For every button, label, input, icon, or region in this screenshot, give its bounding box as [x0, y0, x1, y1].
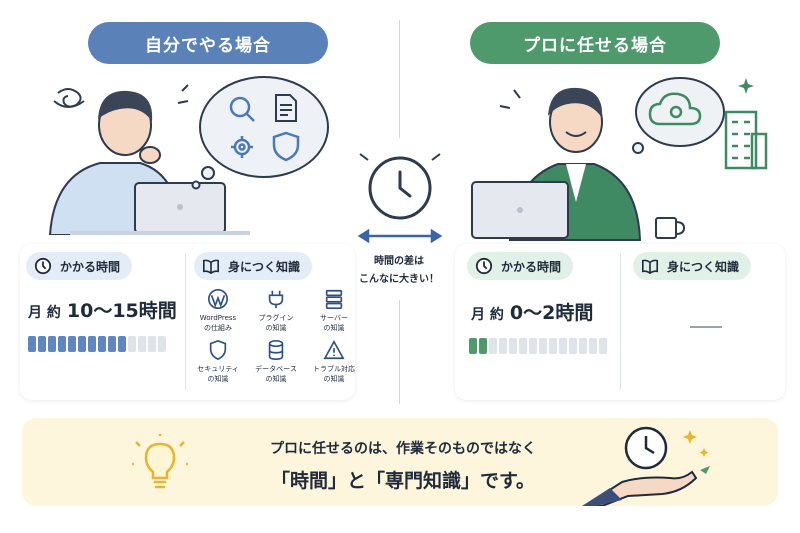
self-card: かかる時間 月 約 10〜15時間 身につく知識 WordPress の仕組み プ… — [20, 244, 355, 400]
pro-time-amount: 0〜2時間 — [509, 302, 594, 324]
building-icon — [724, 110, 768, 170]
plugin-icon — [265, 288, 287, 310]
time-difference-note: 時間の差は こんなに大きい！ — [356, 253, 442, 289]
self-bar-segment — [118, 336, 126, 352]
self-time-prefix: 月 約 — [28, 305, 61, 321]
pro-knowledge-tag-label: 身につく知識 — [667, 259, 740, 274]
self-bar-segment — [108, 336, 116, 352]
center-divider-top — [399, 20, 400, 138]
server-icon — [323, 288, 345, 310]
cloud-gear-icon — [648, 92, 702, 126]
knowledge-item-label: プラグイン の知識 — [258, 314, 294, 332]
banner-line1: プロに任せるのは、作業そのものではなく — [270, 441, 536, 457]
knowledge-item: トラブル対応 の知識 — [306, 339, 362, 384]
coffee-cup-icon — [655, 217, 686, 239]
self-bar-segment — [28, 336, 36, 352]
gear-icon — [231, 136, 253, 158]
document-icon — [275, 94, 297, 122]
swirl-icon — [53, 88, 85, 108]
self-bar-segment — [138, 336, 146, 352]
self-time-amount: 10〜15時間 — [66, 300, 177, 322]
pro-time-value: 月 約 0〜2時間 — [471, 298, 593, 325]
pro-bar-segment — [479, 338, 487, 354]
knowledge-item: サーバー の知識 — [306, 288, 362, 333]
self-bar-segment — [158, 336, 166, 352]
database-icon — [265, 339, 287, 361]
self-bar-segment — [68, 336, 76, 352]
hand-holding-clock-icon — [582, 426, 710, 506]
knowledge-grid: WordPress の仕組み プラグイン の知識 サーバー の知識セキュリティ の知… — [190, 288, 362, 384]
knowledge-item: WordPress の仕組み — [190, 288, 246, 333]
pro-bar-segment — [589, 338, 597, 354]
self-time-bar — [28, 336, 166, 352]
pro-bar-segment — [579, 338, 587, 354]
knowledge-item-label: セキュリティ の知識 — [197, 365, 239, 383]
self-knowledge-tag: 身につく知識 — [194, 252, 313, 280]
lightbulb-icon — [132, 434, 188, 489]
pro-illustration — [471, 77, 768, 241]
pro-bar-segment — [499, 338, 507, 354]
self-bar-segment — [148, 336, 156, 352]
pro-card: かかる時間 月 約 0〜2時間 身につく知識 — [455, 244, 785, 400]
self-bar-segment — [58, 336, 66, 352]
self-bar-segment — [98, 336, 106, 352]
time-difference-line1: 時間の差は — [374, 256, 424, 267]
pro-bar-segment — [489, 338, 497, 354]
self-time-tag-label: かかる時間 — [60, 259, 121, 274]
sparkle-icon — [738, 78, 754, 94]
pro-bar-segment — [539, 338, 547, 354]
pro-bar-segment — [529, 338, 537, 354]
knowledge-item-label: トラブル対応 の知識 — [313, 365, 355, 383]
clock-icon — [357, 150, 443, 244]
knowledge-item-label: データベース の知識 — [255, 365, 297, 383]
summary-banner: プロに任せるのは、作業そのものではなく 「時間」と「専門知識」です。 — [22, 418, 778, 506]
pro-time-prefix: 月 約 — [471, 307, 504, 323]
pro-bar-segment — [519, 338, 527, 354]
thought-bubble — [191, 76, 329, 190]
knowledge-item-label: WordPress の仕組み — [199, 314, 237, 332]
pro-time-tag-label: かかる時間 — [501, 259, 562, 274]
knowledge-item-label: サーバー の知識 — [320, 314, 348, 332]
self-bar-segment — [38, 336, 46, 352]
book-icon — [641, 259, 659, 274]
pro-header: プロに任せる場合 — [470, 22, 720, 64]
pro-bar-segment — [509, 338, 517, 354]
double-arrow-icon — [357, 228, 443, 244]
pro-bar-segment — [569, 338, 577, 354]
self-bar-segment — [78, 336, 86, 352]
pro-bar-segment — [559, 338, 567, 354]
pro-bar-segment — [599, 338, 607, 354]
center-divider-bottom — [399, 300, 400, 404]
pro-time-bar — [469, 338, 607, 354]
wordpress-icon — [207, 288, 229, 310]
shield-icon — [207, 339, 229, 361]
knowledge-item: プラグイン の知識 — [248, 288, 304, 333]
self-bar-segment — [88, 336, 96, 352]
self-illustration — [48, 76, 329, 235]
knowledge-item: データベース の知識 — [248, 339, 304, 384]
clock-icon — [475, 257, 493, 275]
book-icon — [202, 259, 220, 274]
shield-icon — [272, 131, 300, 162]
self-card-separator — [185, 254, 186, 390]
self-time-value: 月 約 10〜15時間 — [28, 296, 177, 323]
pro-bar-segment — [549, 338, 557, 354]
pro-time-tag: かかる時間 — [467, 252, 574, 280]
pro-knowledge-tag: 身につく知識 — [633, 252, 752, 280]
self-bar-segment — [128, 336, 136, 352]
time-difference-line2: こんなに大きい！ — [359, 274, 439, 285]
self-time-tag: かかる時間 — [26, 252, 133, 280]
clock-icon — [34, 257, 52, 275]
self-bar-segment — [48, 336, 56, 352]
warning-icon — [323, 339, 345, 361]
no-knowledge-dash — [690, 326, 722, 328]
self-knowledge-tag-label: 身につく知識 — [228, 259, 301, 274]
pro-bar-segment — [469, 338, 477, 354]
search-icon — [229, 96, 255, 122]
pro-card-separator — [620, 254, 621, 390]
knowledge-item: セキュリティ の知識 — [190, 339, 246, 384]
banner-line2: 「時間」と「専門知識」です。 — [270, 470, 536, 492]
self-header: 自分でやる場合 — [88, 22, 328, 64]
